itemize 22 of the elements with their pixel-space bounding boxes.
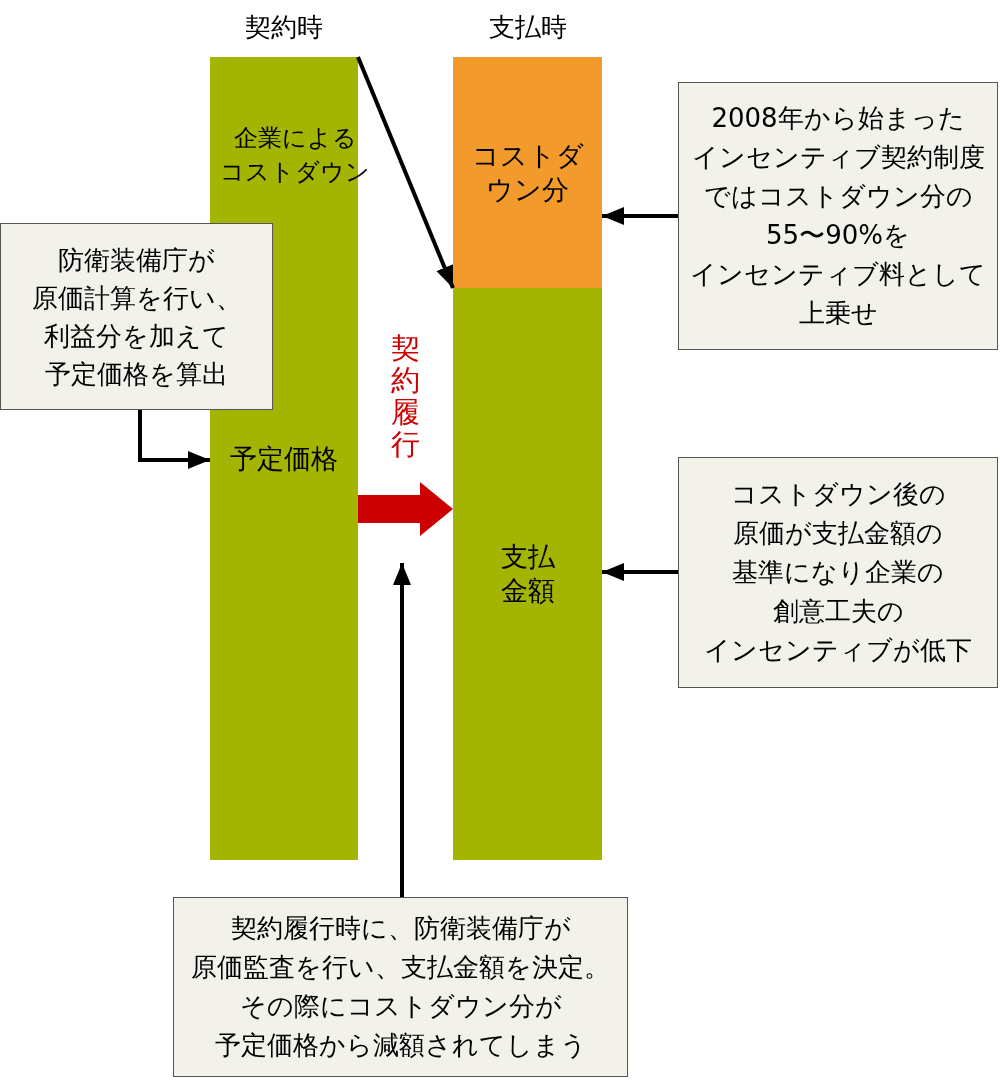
bar-segment bbox=[453, 57, 602, 288]
note-box bbox=[678, 82, 998, 350]
note-box bbox=[678, 457, 998, 688]
note-box bbox=[173, 897, 628, 1077]
arrow bbox=[393, 563, 411, 897]
edge-label: 契約履行 bbox=[391, 333, 420, 461]
bar-label: コストダウン分 bbox=[470, 138, 585, 207]
note-text: 契約履行時に、防衛装備庁が原価監査を行い、支払金額を決定。その際にコストダウン分が予定価格から減額されてしまう bbox=[190, 912, 611, 1062]
note-box bbox=[0, 223, 273, 410]
column-heading: 契約時 bbox=[245, 12, 323, 42]
elbow-arrow bbox=[138, 410, 210, 469]
arrow bbox=[602, 563, 678, 581]
column-heading: 支払時 bbox=[488, 12, 567, 42]
note-text: 2008年から始まったインセンティブ契約制度ではコストダウン分の55〜90%をインセンティブ料として上乗せ bbox=[689, 102, 987, 330]
bar-label: 支払金額 bbox=[499, 540, 556, 608]
arrow bbox=[356, 56, 455, 289]
note-text: コストダウン後の原価が支払金額の基準になり企業の創意工夫のインセンティブが低下 bbox=[703, 478, 973, 667]
block-arrow bbox=[358, 482, 453, 536]
arrow bbox=[602, 207, 678, 225]
note-text: 防衛装備庁が原価計算を行い、利益分を加えて予定価格を算出 bbox=[30, 243, 243, 391]
bar-segment bbox=[453, 288, 602, 860]
bar-label: 予定価格 bbox=[230, 441, 338, 476]
